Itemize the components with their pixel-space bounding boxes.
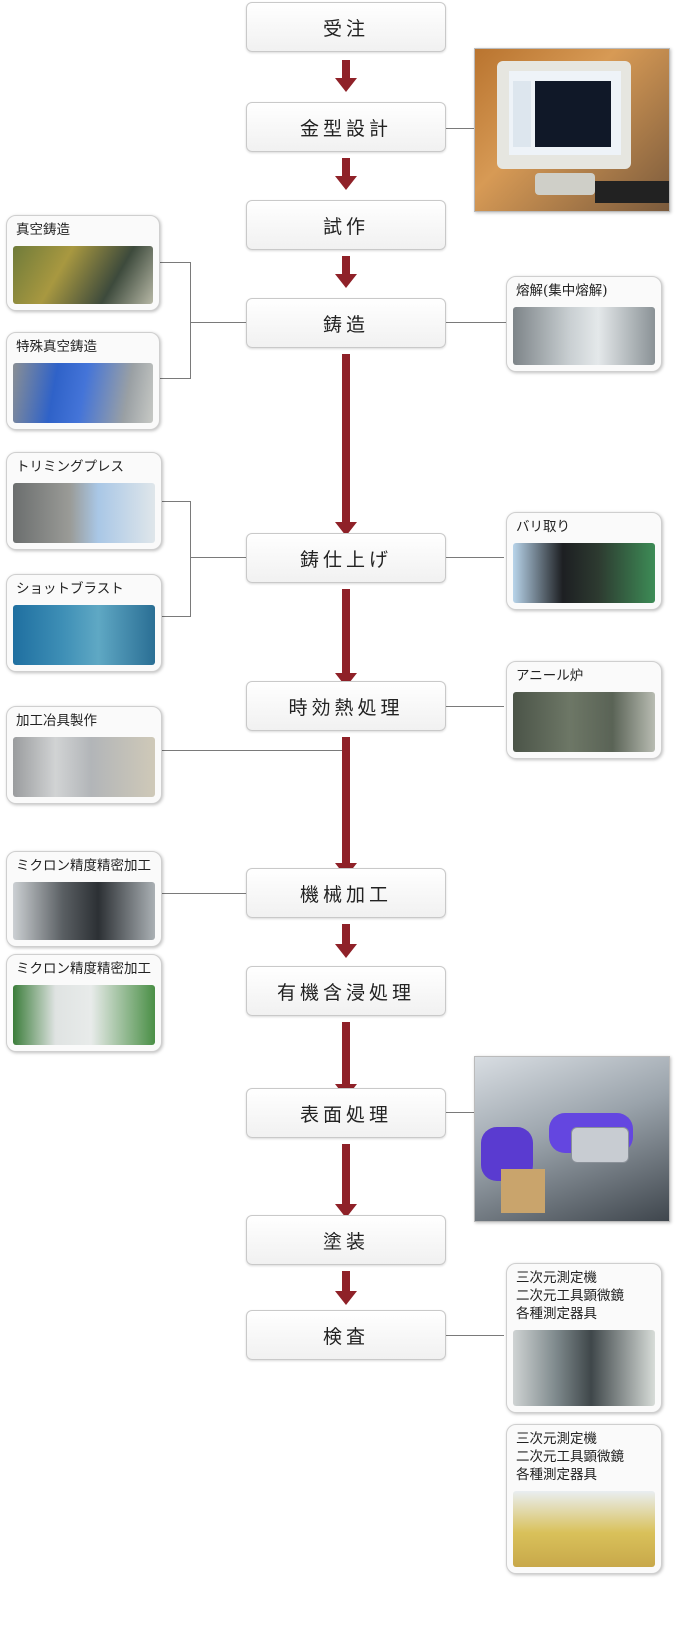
annealing-furnace-photo	[513, 692, 655, 752]
step-mold-design: 金型設計	[246, 102, 446, 152]
card-label: 特殊真空鋳造	[16, 339, 97, 355]
special-vacuum-casting-photo	[13, 363, 153, 423]
card-measurement-1: 三次元測定機 二次元工具顕微鏡 各種測定器具	[506, 1263, 662, 1413]
card-trimming-press: トリミングプレス	[6, 452, 162, 550]
connector-trim-vertical	[190, 501, 191, 617]
card-measurement-2: 三次元測定機 二次元工具顕微鏡 各種測定器具	[506, 1424, 662, 1574]
arrow-3	[335, 256, 357, 288]
measurement-photo-1	[513, 1330, 655, 1406]
arrow-4	[335, 354, 357, 536]
trimming-press-photo	[13, 483, 155, 543]
card-label: バリ取り	[516, 519, 570, 535]
connector-design-photo	[446, 128, 474, 129]
jig-making-photo	[13, 737, 155, 797]
vacuum-casting-photo	[13, 246, 153, 304]
card-annealing-furnace: アニール炉	[506, 661, 662, 759]
connector-jig	[162, 750, 342, 751]
keyboard	[595, 181, 669, 203]
arrow-7	[335, 924, 357, 958]
monitor-stand	[535, 173, 595, 195]
card-deburring: バリ取り	[506, 512, 662, 610]
card-shot-blast: ショットブラスト	[6, 574, 162, 672]
connector-micron	[162, 893, 246, 894]
step-aging-heat-treatment: 時効熱処理	[246, 681, 446, 731]
measurement-photo-2	[513, 1491, 655, 1567]
connector-anneal	[446, 706, 504, 707]
card-melting: 熔解(集中熔解)	[506, 276, 662, 372]
card-label: 真空鋳造	[16, 222, 70, 238]
metal-part	[571, 1127, 629, 1163]
card-label: 三次元測定機 二次元工具顕微鏡 各種測定器具	[516, 1431, 624, 1483]
card-label: ミクロン精度精密加工	[16, 858, 151, 874]
card-label: 熔解(集中熔解)	[516, 283, 608, 299]
card-vacuum-casting: 真空鋳造	[6, 215, 160, 311]
connector-trim-bottom	[162, 616, 190, 617]
card-label: トリミングプレス	[16, 459, 124, 475]
step-inspection: 検査	[246, 1310, 446, 1360]
arrow-5	[335, 589, 357, 687]
micron-machining-photo-2	[13, 985, 155, 1045]
connector-trim-step	[190, 557, 246, 558]
card-label: 加工冶具製作	[16, 713, 97, 729]
card-micron-machining-1: ミクロン精度精密加工	[6, 851, 162, 947]
connector-inspection	[446, 1335, 504, 1336]
step-order: 受注	[246, 2, 446, 52]
connector-trim-top	[162, 501, 190, 502]
card-special-vacuum-casting: 特殊真空鋳造	[6, 332, 160, 430]
step-cast-finishing: 鋳仕上げ	[246, 533, 446, 583]
shot-blast-photo	[13, 605, 155, 665]
arrow-1	[335, 60, 357, 92]
connector-vacuum-vertical	[190, 262, 191, 379]
connector-vacuum-bottom	[160, 378, 190, 379]
card-micron-machining-2: ミクロン精度精密加工	[6, 954, 162, 1052]
arrow-2	[335, 158, 357, 190]
step-casting: 鋳造	[246, 298, 446, 348]
step-prototype: 試作	[246, 200, 446, 250]
surface-treatment-photo	[474, 1056, 670, 1222]
deburring-photo	[513, 543, 655, 603]
step-surface-treatment: 表面処理	[246, 1088, 446, 1138]
arrow-9	[335, 1144, 357, 1218]
step-organic-impregnation: 有機含浸処理	[246, 966, 446, 1016]
connector-vacuum-top	[160, 262, 190, 263]
micron-machining-photo-1	[13, 882, 155, 940]
connector-vacuum-step	[190, 322, 246, 323]
connector-surface-photo	[446, 1112, 474, 1113]
connector-melting	[446, 322, 506, 323]
arrow-8	[335, 1022, 357, 1098]
card-label: 三次元測定機 二次元工具顕微鏡 各種測定器具	[516, 1270, 624, 1322]
step-machining: 機械加工	[246, 868, 446, 918]
arrow-6	[335, 737, 357, 877]
card-label: アニール炉	[516, 668, 584, 684]
card-label: ミクロン精度精密加工	[16, 961, 151, 977]
melting-photo	[513, 307, 655, 365]
cardboard-box	[501, 1169, 545, 1213]
cad-monitor-photo	[474, 48, 670, 212]
connector-deburr	[446, 557, 504, 558]
card-label: ショットブラスト	[16, 581, 124, 597]
arrow-10	[335, 1271, 357, 1305]
card-jig-making: 加工冶具製作	[6, 706, 162, 804]
monitor-screen	[509, 71, 621, 155]
step-painting: 塗装	[246, 1215, 446, 1265]
